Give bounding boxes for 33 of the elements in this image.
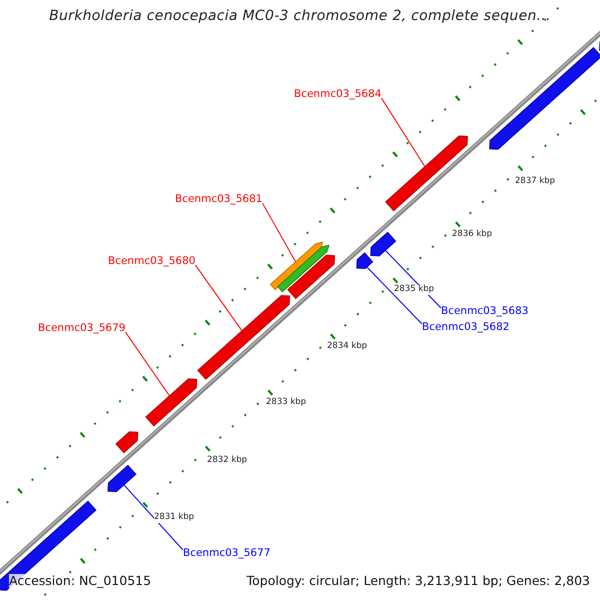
- gene-block: [287, 254, 336, 300]
- tick-label: 2832 kbp: [207, 456, 248, 466]
- gene-block: [277, 244, 330, 292]
- gene-label: Bcenmc03_5684: [294, 88, 382, 100]
- gene-block: [145, 378, 198, 426]
- accession-text: Accession: NC_010515: [9, 574, 152, 588]
- gene-label: Bcenmc03_5680: [108, 255, 196, 268]
- tick-label: 2836 kbp: [452, 230, 492, 240]
- gene-label: Bcenmc03_5682: [422, 321, 510, 334]
- gene-block: [489, 47, 600, 150]
- gene-block: [356, 252, 374, 269]
- gene-block: [370, 232, 396, 256]
- topology-text: Topology: circular; Length: 3,213,911 bp; Genes: 2,803: [246, 574, 590, 588]
- leader-line: [262, 202, 296, 262]
- tick-label: 2833 kbp: [266, 398, 306, 408]
- gene-block: [385, 136, 468, 212]
- gene-block: [197, 295, 290, 380]
- gene-label: Bcenmc03_5681: [175, 193, 262, 206]
- tick-label: 2831 kbp: [154, 513, 194, 523]
- leader-line: [194, 264, 242, 332]
- gene-label: Bcenmc03_5683: [441, 305, 528, 318]
- tick-label: 2835 kbp: [394, 285, 434, 295]
- gene-block: [108, 464, 136, 492]
- gene-label: Bcenmc03_5677: [183, 547, 270, 560]
- leader-line: [124, 484, 184, 550]
- gene-label: Bcenmc03_5679: [38, 322, 126, 334]
- leader-line: [380, 98, 426, 168]
- leader-line: [124, 332, 170, 396]
- tick-label: 2837 kbp: [515, 177, 556, 187]
- leader-line: [366, 266, 422, 324]
- map-title: Burkholderia cenocepacia MC0-3 chromosome 2, complete sequen...: [49, 8, 551, 24]
- gene-block: [115, 431, 138, 454]
- tick-label: 2834 kbp: [327, 342, 368, 352]
